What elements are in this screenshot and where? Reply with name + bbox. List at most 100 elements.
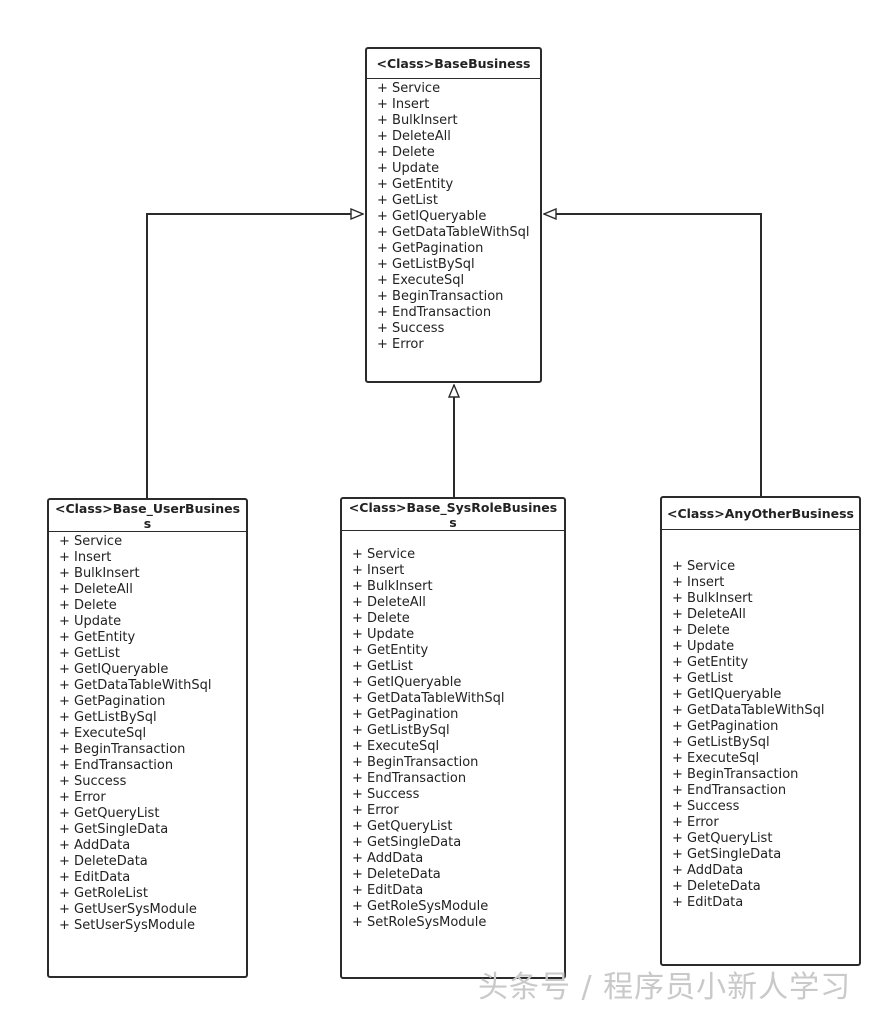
class-member: + DeleteData	[672, 879, 761, 894]
class-member: + GetEntity	[377, 177, 454, 192]
class-member: + Update	[672, 639, 735, 654]
class-member: + Service	[59, 534, 123, 549]
member-list: + Service+ Insert+ BulkInsert+ DeleteAll…	[367, 79, 540, 353]
class-member: + DeleteAll	[377, 129, 451, 144]
class-member: + GetRoleList	[59, 886, 148, 901]
class-member: + Insert	[672, 575, 725, 590]
class-title: <Class>BaseBusiness	[367, 49, 540, 79]
member-list: + Service+ Insert+ BulkInsert+ DeleteAll…	[342, 531, 564, 931]
class-member: + GetList	[352, 659, 413, 674]
class-member: + GetSingleData	[352, 835, 462, 850]
class-member: + SetUserSysModule	[59, 918, 195, 933]
class-member: + EndTransaction	[352, 771, 467, 786]
class-member: + DeleteData	[352, 867, 441, 882]
class-member: + Service	[377, 81, 441, 96]
class-member: + GetUserSysModule	[59, 902, 197, 917]
class-member: + GetQueryList	[59, 806, 160, 821]
class-member: + Service	[672, 559, 736, 574]
member-list: + Service+ Insert+ BulkInsert+ DeleteAll…	[662, 530, 859, 911]
class-member: + Update	[377, 161, 440, 176]
class-member: + BeginTransaction	[672, 767, 799, 782]
class-member: + SetRoleSysModule	[352, 915, 487, 930]
class-member: + Error	[377, 337, 424, 352]
class-member: + GetList	[377, 193, 438, 208]
class-member: + Delete	[377, 145, 435, 160]
class-member: + Error	[352, 803, 399, 818]
class-member: + AddData	[352, 851, 424, 866]
class-member: + AddData	[672, 863, 744, 878]
class-member: + GetEntity	[352, 643, 429, 658]
class-member: + Update	[59, 614, 122, 629]
class-member: + GetListBySql	[352, 723, 450, 738]
class-member: + Update	[352, 627, 415, 642]
class-member: + BeginTransaction	[377, 289, 504, 304]
class-member: + DeleteData	[59, 854, 148, 869]
class-member: + Success	[672, 799, 740, 814]
class-member: + GetDataTableWithSql	[377, 225, 530, 240]
class-member: + DeleteAll	[59, 582, 133, 597]
class-member: + Success	[377, 321, 445, 336]
class-base-user-business[interactable]: <Class>Base_UserBusiness + Service+ Inse…	[47, 498, 248, 978]
class-title: <Class>AnyOtherBusiness	[662, 498, 859, 530]
class-member: + GetEntity	[672, 655, 749, 670]
class-member: + BulkInsert	[59, 566, 140, 581]
class-member: + BulkInsert	[352, 579, 433, 594]
class-member: + GetPagination	[672, 719, 779, 734]
class-member: + Delete	[352, 611, 410, 626]
class-member: + GetQueryList	[352, 819, 453, 834]
class-title: <Class>Base_SysRoleBusiness	[342, 499, 564, 531]
class-member: + Insert	[59, 550, 112, 565]
class-member: + GetPagination	[59, 694, 166, 709]
class-member: + GetRoleSysModule	[352, 899, 489, 914]
class-member: + GetList	[672, 671, 733, 686]
class-member: + Delete	[59, 598, 117, 613]
arrow-user-to-base	[146, 214, 363, 498]
class-member: + Success	[352, 787, 420, 802]
class-member: + GetSingleData	[59, 822, 169, 837]
class-member: + EditData	[59, 870, 131, 885]
class-member: + EditData	[672, 895, 744, 910]
class-member: + Success	[59, 774, 127, 789]
class-member: + BulkInsert	[672, 591, 753, 606]
member-list: + Service+ Insert+ BulkInsert+ DeleteAll…	[49, 532, 246, 934]
class-member: + DeleteAll	[672, 607, 746, 622]
class-member: + Error	[59, 790, 106, 805]
class-member: + GetDataTableWithSql	[59, 678, 212, 693]
class-member: + GetIQueryable	[59, 662, 169, 677]
class-base-business[interactable]: <Class>BaseBusiness + Service+ Insert+ B…	[365, 47, 542, 383]
class-member: + EndTransaction	[672, 783, 787, 798]
class-member: + GetIQueryable	[672, 687, 782, 702]
class-member: + GetDataTableWithSql	[672, 703, 825, 718]
class-member: + GetPagination	[377, 241, 484, 256]
class-member: + GetIQueryable	[352, 675, 462, 690]
class-member: + GetPagination	[352, 707, 459, 722]
class-member: + GetListBySql	[377, 257, 475, 272]
class-member: + GetIQueryable	[377, 209, 487, 224]
class-member: + ExecuteSql	[59, 726, 147, 741]
class-member: + EndTransaction	[377, 305, 492, 320]
class-member: + GetDataTableWithSql	[352, 691, 505, 706]
class-member: + GetList	[59, 646, 120, 661]
class-member: + Insert	[352, 563, 405, 578]
class-any-other-business[interactable]: <Class>AnyOtherBusiness + Service+ Inser…	[660, 496, 861, 966]
class-member: + GetListBySql	[672, 735, 770, 750]
class-member: + EditData	[352, 883, 424, 898]
class-member: + DeleteAll	[352, 595, 426, 610]
class-member: + Error	[672, 815, 719, 830]
class-member: + BulkInsert	[377, 113, 458, 128]
class-member: + AddData	[59, 838, 131, 853]
class-member: + Insert	[377, 97, 430, 112]
class-base-sysrole-business[interactable]: <Class>Base_SysRoleBusiness + Service+ I…	[340, 497, 566, 979]
class-member: + Service	[352, 547, 416, 562]
class-member: + Delete	[672, 623, 730, 638]
class-member: + EndTransaction	[59, 758, 174, 773]
class-member: + ExecuteSql	[377, 273, 465, 288]
class-member: + GetEntity	[59, 630, 136, 645]
class-member: + BeginTransaction	[352, 755, 479, 770]
class-member: + ExecuteSql	[672, 751, 760, 766]
watermark: 头条号 / 程序员小新人学习	[478, 970, 852, 1005]
arrow-other-to-base	[544, 214, 762, 496]
class-title: <Class>Base_UserBusiness	[49, 500, 246, 532]
class-member: + ExecuteSql	[352, 739, 440, 754]
